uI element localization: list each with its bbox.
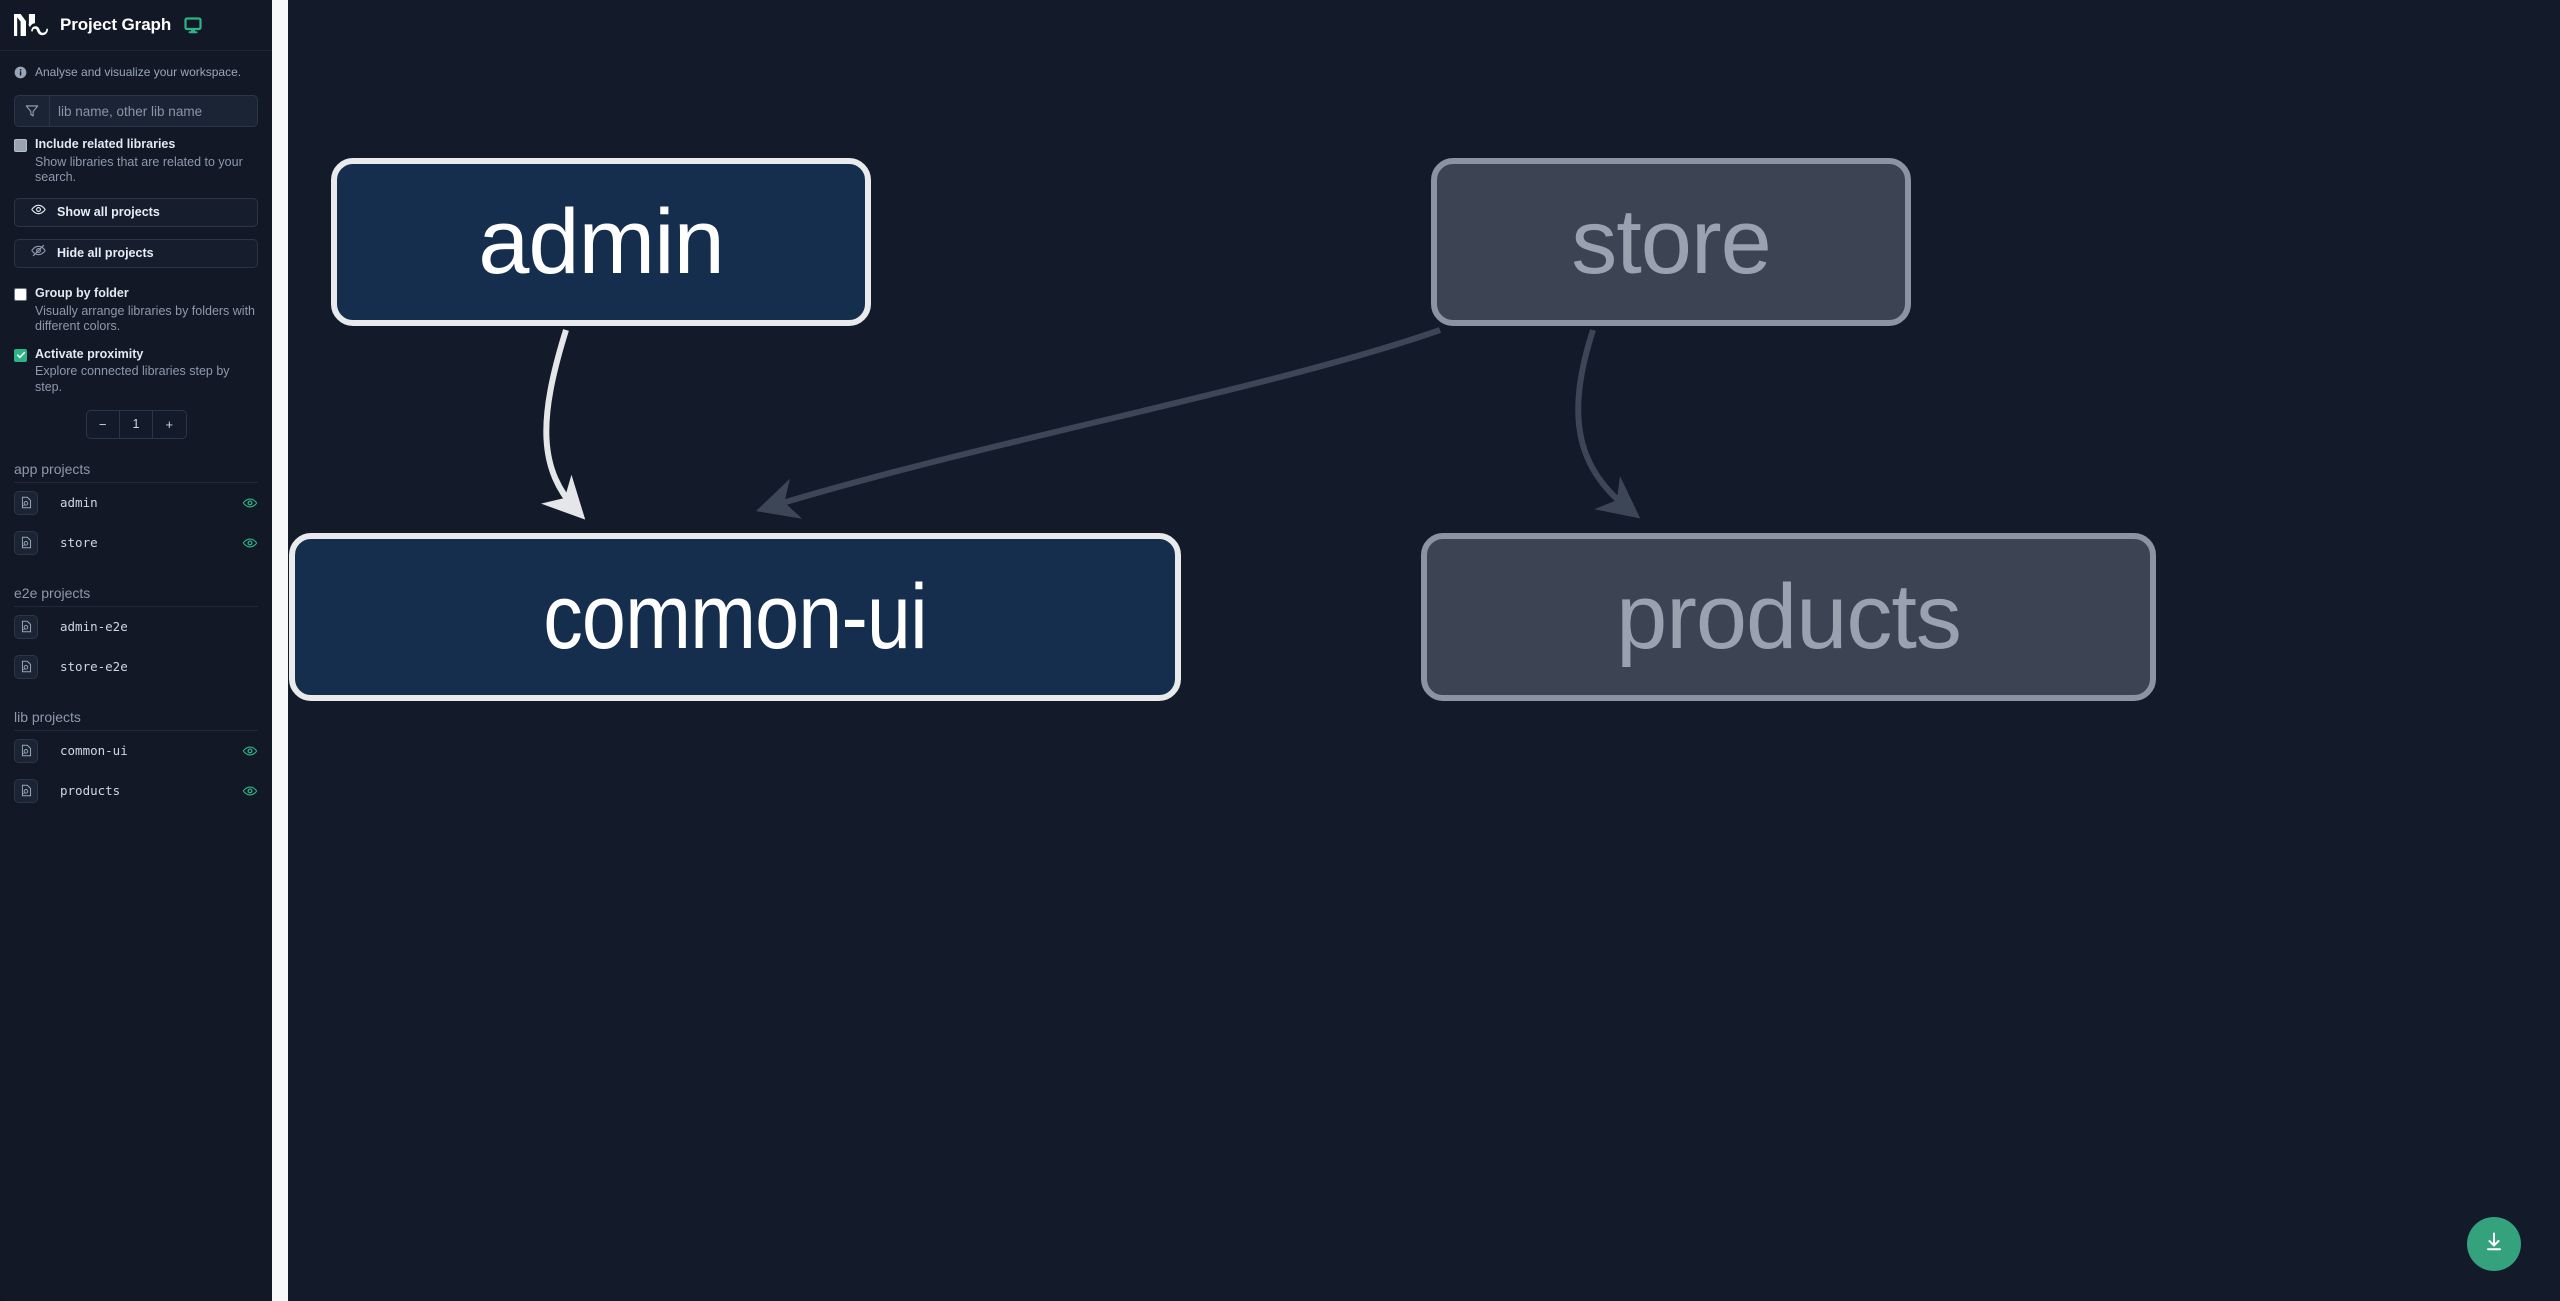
project-name: admin	[60, 495, 98, 511]
option-description: Visually arrange libraries by folders wi…	[35, 303, 256, 334]
download-graph-button[interactable]	[2467, 1217, 2521, 1271]
info-icon	[14, 66, 27, 79]
project-name: store-e2e	[60, 659, 128, 675]
proximity-decrement-button[interactable]: −	[87, 410, 120, 438]
page-title: Project Graph	[60, 15, 172, 34]
project-row-admin-e2e[interactable]: admin-e2e	[14, 607, 258, 647]
nx-logo-icon	[14, 12, 48, 38]
option-title: Group by folder	[35, 285, 129, 300]
group-header-lib-projects: lib projects	[14, 709, 258, 731]
option-title: Activate proximity	[35, 346, 144, 361]
option-description: Show libraries that are related to your …	[35, 154, 243, 185]
project-icon	[14, 530, 38, 555]
eye-icon[interactable]	[242, 535, 258, 551]
checkbox-activate-proximity[interactable]	[14, 348, 27, 362]
project-name: store	[60, 535, 98, 551]
sidebar-tagline: Analyse and visualize your workspace.	[0, 51, 272, 79]
checkbox-group-by-folder[interactable]	[14, 287, 27, 301]
project-name: common-ui	[60, 743, 128, 759]
graph-node-products[interactable]: products	[1421, 533, 2156, 701]
show-all-projects-button[interactable]: Show all projects	[14, 197, 258, 227]
edge-admin-to-common-ui	[541, 329, 586, 520]
project-graph-canvas[interactable]: admin store common-ui products	[288, 0, 2560, 1301]
graph-node-label: products	[1616, 565, 1962, 668]
graph-node-label: admin	[478, 190, 725, 293]
group-header-e2e-projects: e2e projects	[14, 585, 258, 607]
proximity-value: 1	[120, 410, 154, 438]
project-row-products[interactable]: products	[14, 771, 258, 811]
proximity-stepper[interactable]: − 1 +	[85, 409, 187, 439]
filter-funnel-icon	[15, 96, 50, 126]
eye-off-icon	[31, 243, 46, 263]
sidebar-scroll-area[interactable]: Project Graph Analyse and visualize your…	[0, 0, 272, 1301]
eye-icon[interactable]	[242, 743, 258, 759]
graph-node-label: store	[1571, 190, 1772, 293]
group-header-app-projects: app projects	[14, 461, 258, 483]
show-all-projects-label: Show all projects	[57, 205, 160, 220]
graph-node-common-ui[interactable]: common-ui	[289, 533, 1181, 701]
sidebar: Project Graph Analyse and visualize your…	[0, 0, 272, 1301]
project-icon	[14, 490, 38, 515]
sidebar-header: Project Graph	[0, 0, 272, 51]
option-title: Include related libraries	[35, 137, 176, 151]
eye-icon[interactable]	[242, 495, 258, 511]
project-row-store-e2e[interactable]: store-e2e	[14, 647, 258, 687]
graph-node-admin[interactable]: admin	[331, 158, 871, 326]
eye-icon	[31, 202, 46, 222]
option-include-related-libraries[interactable]: Include related libraries Show libraries…	[0, 127, 272, 186]
proximity-increment-button[interactable]: +	[165, 416, 174, 432]
download-icon	[2482, 1230, 2506, 1259]
hide-all-projects-button[interactable]: Hide all projects	[14, 238, 258, 268]
option-activate-proximity[interactable]: Activate proximity Explore connected lib…	[0, 335, 272, 396]
search-input[interactable]	[50, 96, 257, 126]
option-group-by-folder[interactable]: Group by folder Visually arrange librari…	[0, 268, 272, 335]
monitor-icon[interactable]	[183, 15, 203, 35]
project-icon	[14, 654, 38, 679]
project-row-store[interactable]: store	[14, 523, 258, 563]
project-name: admin-e2e	[60, 619, 128, 635]
project-row-common-ui[interactable]: common-ui	[14, 731, 258, 771]
sidebar-resize-handle[interactable]	[272, 0, 288, 1301]
checkbox-include-related-libraries[interactable]	[14, 139, 27, 152]
search-box[interactable]	[14, 95, 258, 127]
project-icon	[14, 778, 38, 803]
project-icon	[14, 738, 38, 763]
eye-icon[interactable]	[242, 783, 258, 799]
option-description: Explore connected libraries step by step…	[35, 364, 230, 394]
project-name: products	[60, 783, 121, 799]
project-row-admin[interactable]: admin	[14, 483, 258, 523]
edge-store-to-products	[1575, 329, 1641, 519]
graph-node-label: common-ui	[543, 565, 927, 668]
edge-store-to-common-ui	[755, 327, 1441, 519]
hide-all-projects-label: Hide all projects	[57, 246, 154, 261]
tagline-text: Analyse and visualize your workspace.	[35, 65, 242, 79]
project-icon	[14, 614, 38, 639]
graph-edges	[541, 327, 1641, 520]
graph-node-store[interactable]: store	[1431, 158, 1911, 326]
